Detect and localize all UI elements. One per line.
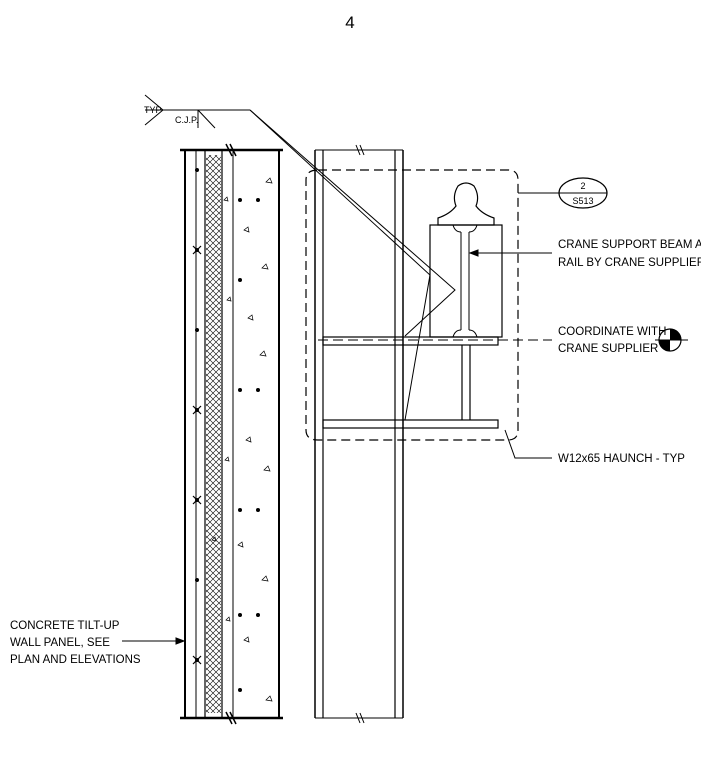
note-haunch: W12x65 HAUNCH - TYP bbox=[558, 453, 685, 465]
rebar-marks bbox=[192, 168, 260, 692]
note-wall-1: CONCRETE TILT-UP bbox=[10, 620, 120, 632]
detail-reference-bubble: 2 S513 bbox=[518, 177, 608, 209]
note-coordinate-1: COORDINATE WITH bbox=[558, 326, 666, 338]
sheet-number: 4 bbox=[345, 13, 354, 32]
note-wall-3: PLAN AND ELEVATIONS bbox=[10, 654, 141, 666]
note-coordinate-2: CRANE SUPPLIER bbox=[558, 343, 658, 355]
note-wall-2: WALL PANEL, SEE bbox=[10, 637, 110, 649]
haunch-leader bbox=[504, 429, 552, 459]
detail-number: 2 bbox=[580, 181, 585, 191]
detail-sheet: S513 bbox=[572, 196, 593, 206]
concrete-aggregate bbox=[211, 177, 273, 702]
weld-typ-label: TYP bbox=[144, 105, 162, 115]
detail-boundary bbox=[305, 169, 519, 441]
crane-support-beam bbox=[429, 224, 503, 338]
steel-column bbox=[314, 144, 404, 724]
note-crane-beam-1: CRANE SUPPORT BEAM AND bbox=[558, 239, 701, 251]
haunch-bracket bbox=[322, 336, 499, 429]
centerline-target-icon bbox=[655, 328, 688, 352]
note-crane-beam-2: RAIL BY CRANE SUPPLIER bbox=[558, 257, 701, 269]
concrete-wall-panel bbox=[180, 143, 283, 725]
crane-rail bbox=[437, 182, 495, 226]
weld-symbol bbox=[144, 94, 456, 421]
weld-cjp-label: C.J.P. bbox=[175, 115, 198, 125]
